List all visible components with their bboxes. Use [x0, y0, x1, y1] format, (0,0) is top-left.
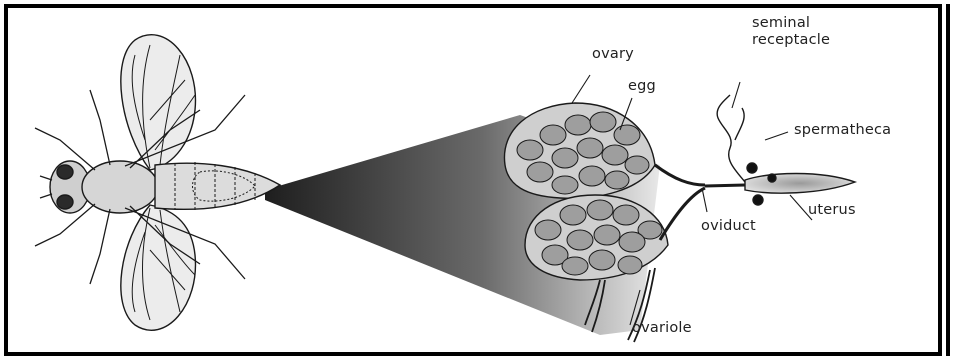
- label-oviduct: oviduct: [701, 218, 756, 234]
- label-spermatheca: spermatheca: [794, 122, 891, 138]
- label-receptacle: receptacle: [752, 32, 830, 48]
- lower-wing: [121, 205, 196, 330]
- label-uterus: uterus: [808, 202, 856, 218]
- fly-abdomen: [155, 163, 280, 209]
- label-egg: egg: [628, 78, 656, 94]
- seminal-receptacle: [717, 95, 745, 182]
- uterus: [745, 174, 855, 194]
- upper-wing: [121, 35, 196, 170]
- label-ovariole: ovariole: [632, 320, 692, 336]
- label-ovary: ovary: [592, 46, 634, 62]
- spermatheca: [747, 163, 757, 173]
- label-seminal: seminal: [752, 15, 810, 31]
- fruit-fly: [35, 35, 280, 331]
